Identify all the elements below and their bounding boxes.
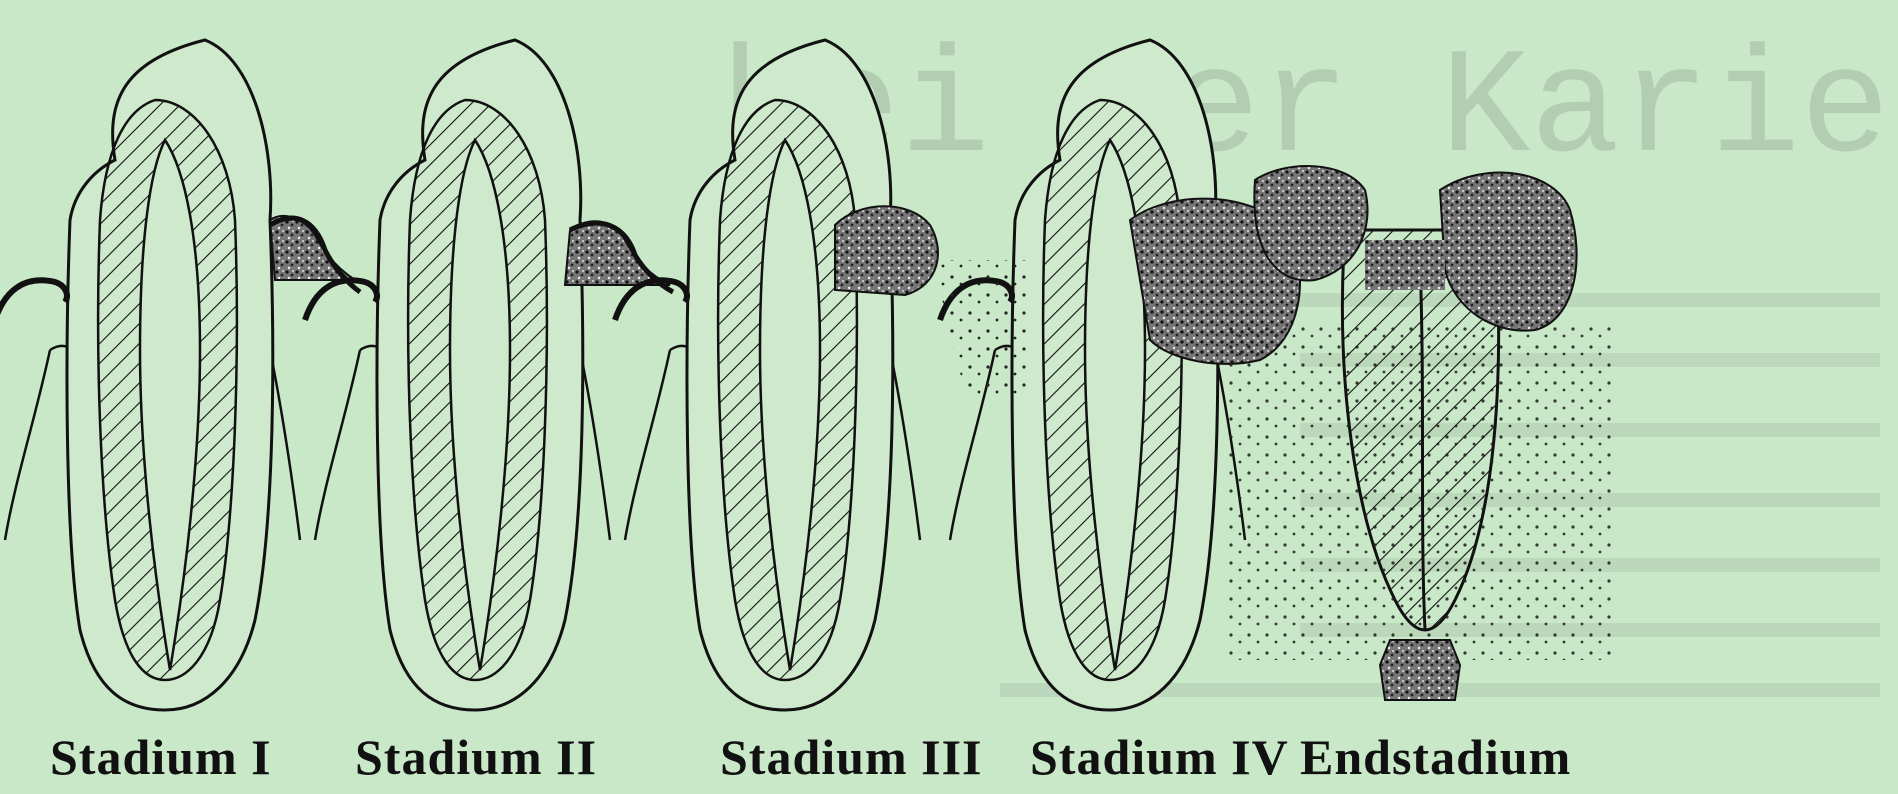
label-stadium-3: Stadium III [720,728,983,786]
tooth-stage-2 [305,40,673,710]
label-stadium-1: Stadium I [50,728,272,786]
label-stadium-4: Stadium IV [1030,728,1289,786]
label-endstadium: Endstadium [1300,728,1571,786]
tooth-stage-1 [0,40,360,710]
tooth-stage-3 [615,40,938,710]
tooth-stage-end [1225,166,1615,700]
label-stadium-2: Stadium II [355,728,597,786]
